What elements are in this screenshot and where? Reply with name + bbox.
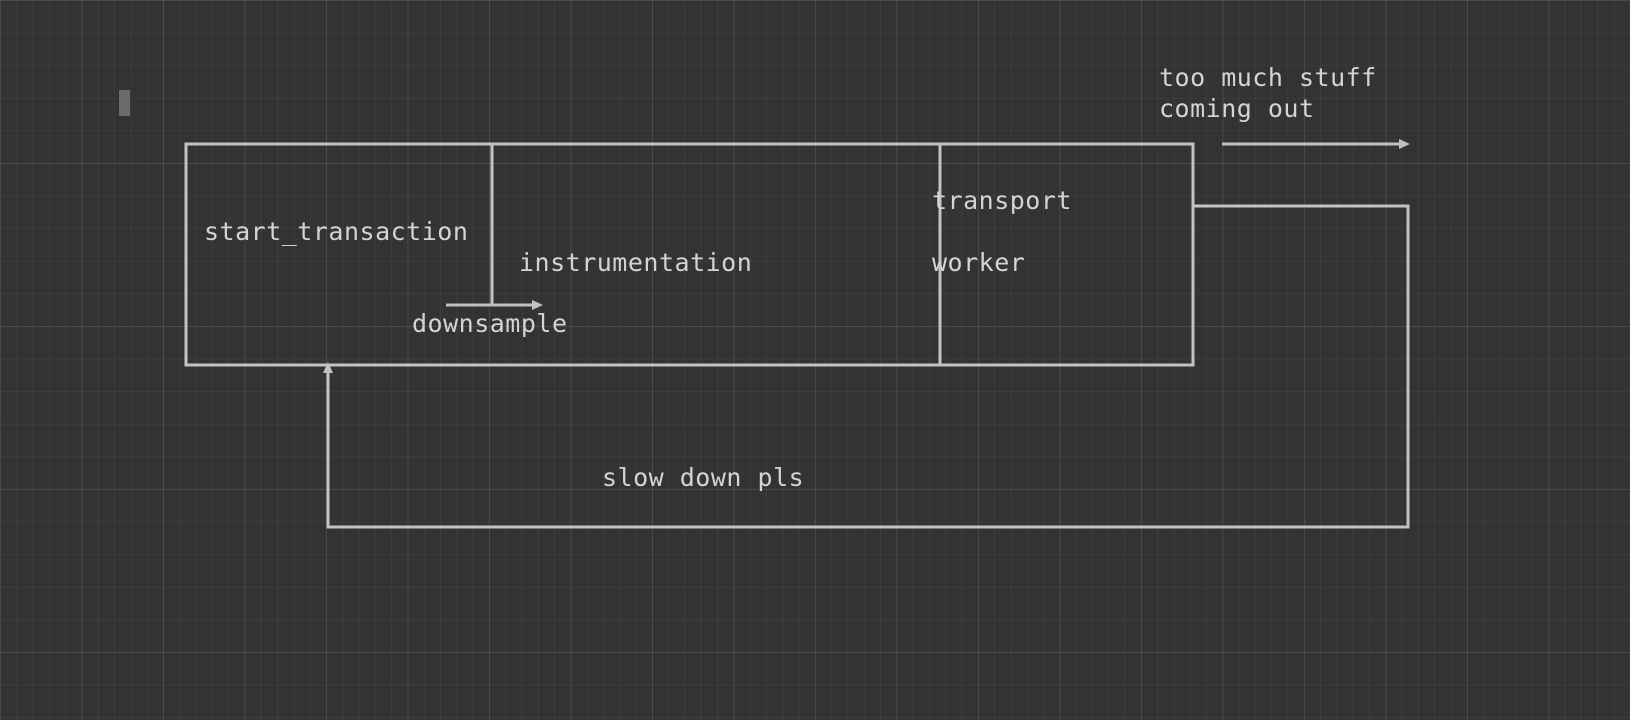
- annotation-slow-down-pls: slow down pls: [602, 463, 805, 492]
- annotation-too-much-stuff-line-2: coming out: [1159, 94, 1315, 123]
- node-label-transport: transport: [932, 186, 1072, 215]
- node-label-instrumentation: instrumentation: [519, 248, 753, 277]
- outer-process-box[interactable]: [184, 142, 1195, 367]
- annotation-too-much-stuff-line-1: too much stuff: [1159, 63, 1377, 92]
- node-label-downsample: downsample: [412, 309, 568, 338]
- node-label-start-transaction: start_transaction: [204, 217, 469, 246]
- backpressure-loop-path: [323, 204, 1410, 529]
- text-caret[interactable]: [119, 90, 130, 116]
- node-label-worker: worker: [932, 248, 1026, 277]
